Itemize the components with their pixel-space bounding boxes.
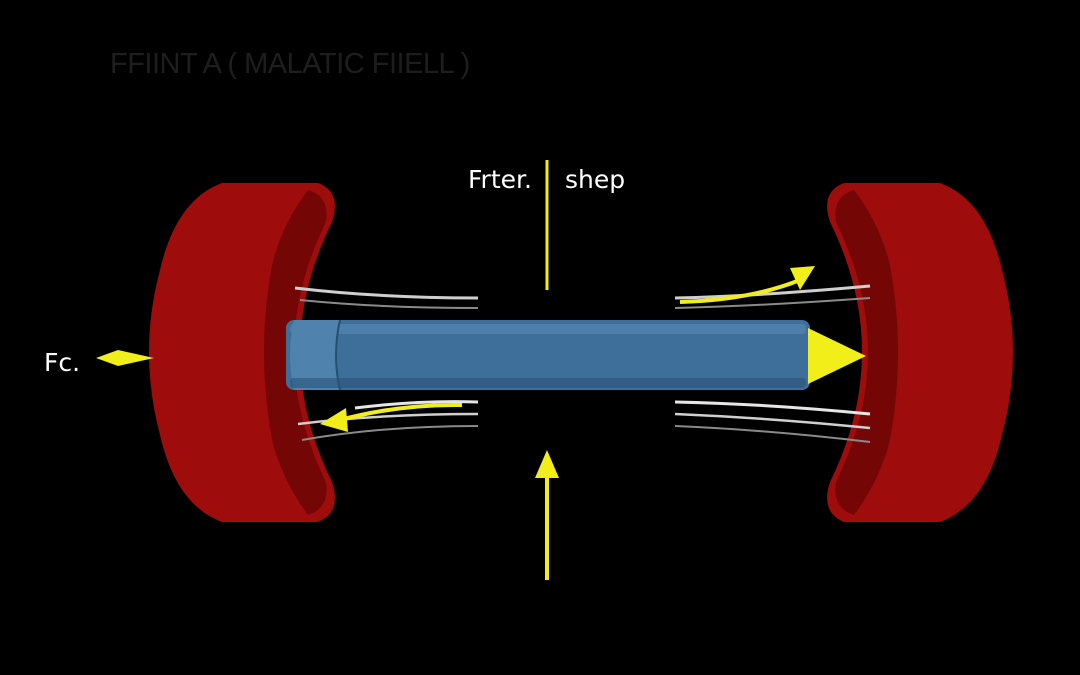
field-line	[301, 425, 479, 441]
field-line	[354, 400, 479, 410]
left-magnet-shadow	[264, 190, 327, 515]
label-frter: Frter.	[468, 165, 532, 194]
field-line	[674, 425, 871, 443]
diagram-title: FFIINT A ( MALATIC FIIELL )	[110, 48, 470, 80]
right-magnet-shadow	[835, 190, 898, 515]
label-shep: shep	[565, 165, 626, 194]
left-curve-arrow-head	[320, 408, 348, 432]
bottom-arrow-head	[535, 450, 559, 478]
field-line	[674, 400, 871, 416]
right-curve-arrow-head	[790, 266, 815, 290]
rod-highlight	[290, 324, 806, 334]
rod-bottom-shade	[290, 378, 806, 388]
rod-cap	[290, 320, 340, 390]
field-line	[674, 297, 871, 309]
field-line	[299, 299, 479, 309]
label-fc: Fc.	[44, 348, 81, 377]
field-line	[297, 412, 479, 426]
rod-tip-arrow	[808, 328, 866, 384]
field-line	[294, 286, 479, 300]
field-line	[674, 412, 871, 430]
rod-body	[286, 320, 810, 390]
right-curve-arrow-shaft	[679, 278, 801, 304]
left-curve-arrow-shaft	[339, 402, 463, 422]
fc-double-arrow-icon	[96, 350, 154, 366]
field-line	[674, 284, 871, 300]
